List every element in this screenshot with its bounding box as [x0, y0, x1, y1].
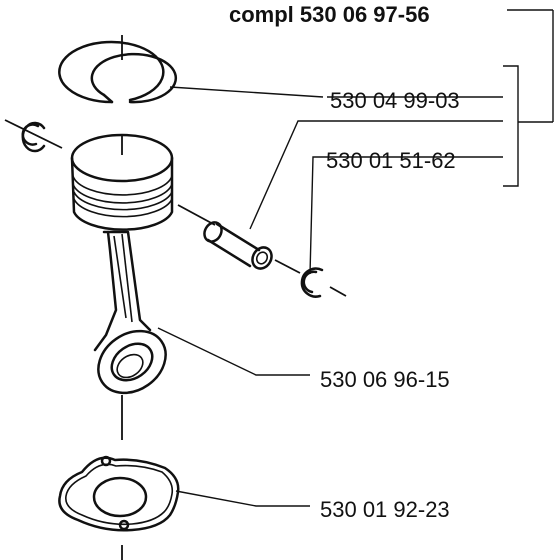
leader-piston-pin [249, 120, 503, 230]
circlip-left-icon[interactable] [21, 121, 46, 153]
leader-piston-ring [169, 86, 324, 98]
leader-gasket [175, 490, 310, 507]
part-label-connecting-rod[interactable]: 530 06 96-15 [320, 367, 450, 392]
assembly-label: compl 530 06 97-56 [229, 2, 430, 27]
piston-pin-icon[interactable] [201, 219, 275, 272]
pin-axis [4, 119, 347, 297]
leader-lines [157, 86, 503, 507]
piston-ring-icon[interactable] [58, 40, 178, 104]
leader-circlip [309, 156, 503, 275]
circlip-right-icon[interactable] [300, 267, 324, 298]
part-label-gasket[interactable]: 530 01 92-23 [320, 497, 450, 522]
assembly-bracket [503, 9, 554, 187]
part-label-piston-ring[interactable]: 530 04 99-03 [330, 88, 460, 113]
part-label-piston-pin[interactable]: 530 01 51-62 [326, 148, 456, 173]
leader-connecting-rod [157, 327, 310, 376]
connecting-rod-icon[interactable] [86, 230, 177, 406]
gasket-icon[interactable] [58, 455, 180, 532]
piston-icon[interactable] [70, 133, 174, 231]
